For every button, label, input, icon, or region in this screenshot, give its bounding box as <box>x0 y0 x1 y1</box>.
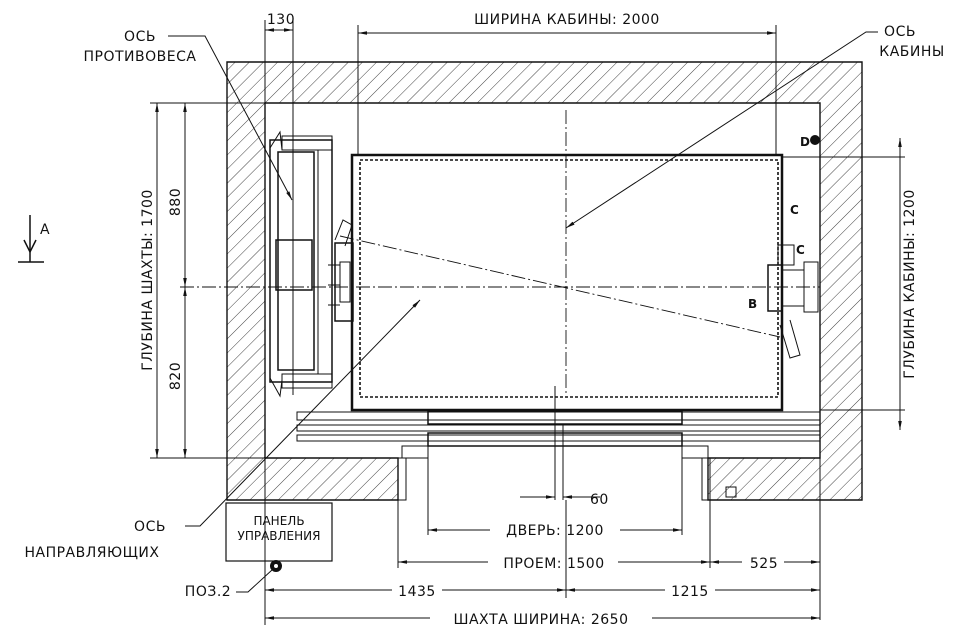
guide-axis-label-1: ОСЬ <box>134 519 166 535</box>
diagonal-axis <box>339 235 781 338</box>
panel-label-1: ПАНЕЛЬ <box>253 514 304 528</box>
dim-60-label: 60 <box>590 492 609 508</box>
panel-label-2: УПРАВЛЕНИЯ <box>238 529 321 543</box>
cabin-depth-label: ГЛУБИНА КАБИНЫ: 1200 <box>902 189 918 379</box>
left-guide-rail <box>328 219 354 322</box>
counterweight <box>269 130 333 398</box>
guide-axis-label-2: НАПРАВЛЯЮЩИХ <box>24 545 159 561</box>
counterweight-axis-label-2: ПРОТИВОВЕСА <box>84 49 197 65</box>
cabin-width-label: ШИРИНА КАБИНЫ: 2000 <box>474 12 660 28</box>
dim-880-label: 880 <box>168 188 184 216</box>
point-d: D <box>800 135 810 149</box>
door-label: ДВЕРЬ: 1200 <box>506 523 604 539</box>
dim-1215-label: 1215 <box>671 584 709 600</box>
point-c-1: C <box>790 203 799 217</box>
shaft-walls <box>226 61 863 501</box>
door-sills <box>296 386 821 501</box>
dim-1435-label: 1435 <box>398 584 436 600</box>
dim-820-label: 820 <box>168 362 184 390</box>
cabin-axis-label-2: КАБИНЫ <box>879 44 944 60</box>
section-mark-a: A <box>18 215 50 263</box>
cabin <box>350 153 784 412</box>
point-c-2: C <box>796 243 805 257</box>
counterweight-axis-label-1: ОСЬ <box>124 29 156 45</box>
shaft-width-label: ШАХТА ШИРИНА: 2650 <box>454 612 629 628</box>
right-guide-rail <box>767 244 819 359</box>
cabin-axis-label-1: ОСЬ <box>884 24 916 40</box>
dim-525-label: 525 <box>750 556 778 572</box>
pos-label: ПОЗ.2 <box>185 584 231 600</box>
control-panel: ПАНЕЛЬ УПРАВЛЕНИЯ <box>225 502 333 562</box>
opening-label: ПРОЕМ: 1500 <box>503 556 604 572</box>
dim-130-label: 130 <box>267 12 295 28</box>
point-b: B <box>748 297 757 311</box>
shaft-depth-label: ГЛУБИНА ШАХТЫ: 1700 <box>140 189 156 371</box>
section-mark-label: A <box>40 222 50 238</box>
